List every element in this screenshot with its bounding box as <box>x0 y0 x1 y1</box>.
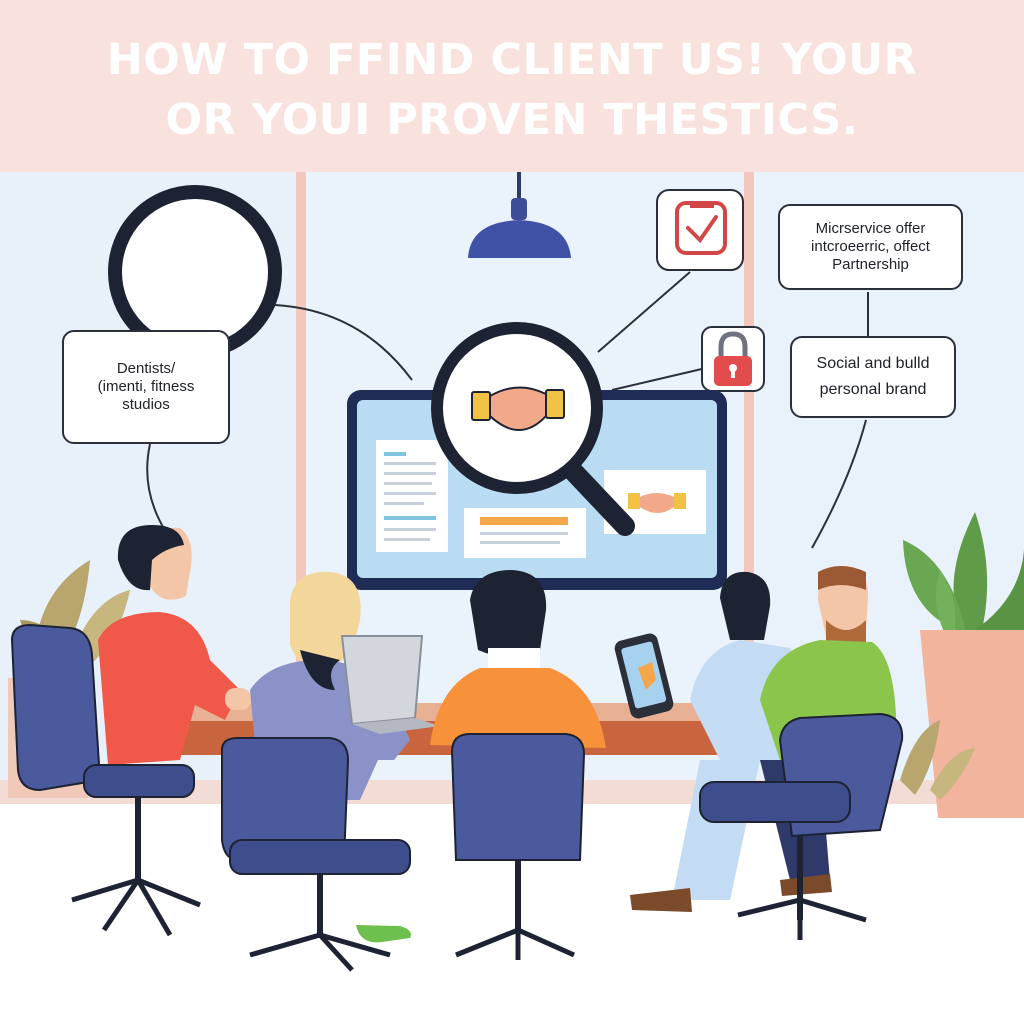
office-chair <box>221 737 411 972</box>
padlock-icon <box>701 326 765 392</box>
handshake-icon <box>471 386 565 431</box>
laptop-icon <box>340 635 440 734</box>
callout-line: studios <box>122 396 170 413</box>
callout-dentists: Dentists/ (imenti, fitness studios <box>62 330 230 444</box>
potted-plant-icon <box>900 512 1024 818</box>
title-banner <box>0 0 1024 172</box>
phone-icon <box>614 633 674 719</box>
window-frame <box>296 172 306 800</box>
title-line-1: HOW TO FFIND CLIENT US! YOUR <box>106 35 918 85</box>
callout-social-brand: Social and bulld personal brand <box>790 336 956 418</box>
office-chair <box>450 733 586 960</box>
person-left <box>98 524 251 765</box>
office-chair <box>10 623 201 937</box>
callout-line: Micrservice offer <box>815 220 926 237</box>
empty-circle-icon <box>108 185 282 359</box>
callout-line: Partnership <box>832 256 909 273</box>
callout-line: Dentists/ <box>116 360 176 377</box>
callout-microservice: Micrservice offer intcroeerric, offect P… <box>778 204 963 290</box>
callout-line: personal brand <box>819 381 927 398</box>
magnifier-icon <box>431 322 635 536</box>
person-center <box>430 570 606 748</box>
callout-line: intcroeerric, offect <box>811 238 930 255</box>
title-line-2: OR YOUI PROVEN THESTICS. <box>165 95 859 145</box>
callout-line: Social and bulld <box>816 355 930 372</box>
callout-line: (imenti, fitness <box>97 378 195 395</box>
connector-lines <box>146 271 869 549</box>
handshake-icon <box>628 493 686 513</box>
page-title: HOW TO FFIND CLIENT US! YOUR OR YOUI PRO… <box>0 30 1024 150</box>
office-chair <box>699 712 904 940</box>
window-frame <box>744 172 754 800</box>
checklist-calendar-icon <box>656 189 744 271</box>
pendant-lamp-icon <box>468 172 571 258</box>
